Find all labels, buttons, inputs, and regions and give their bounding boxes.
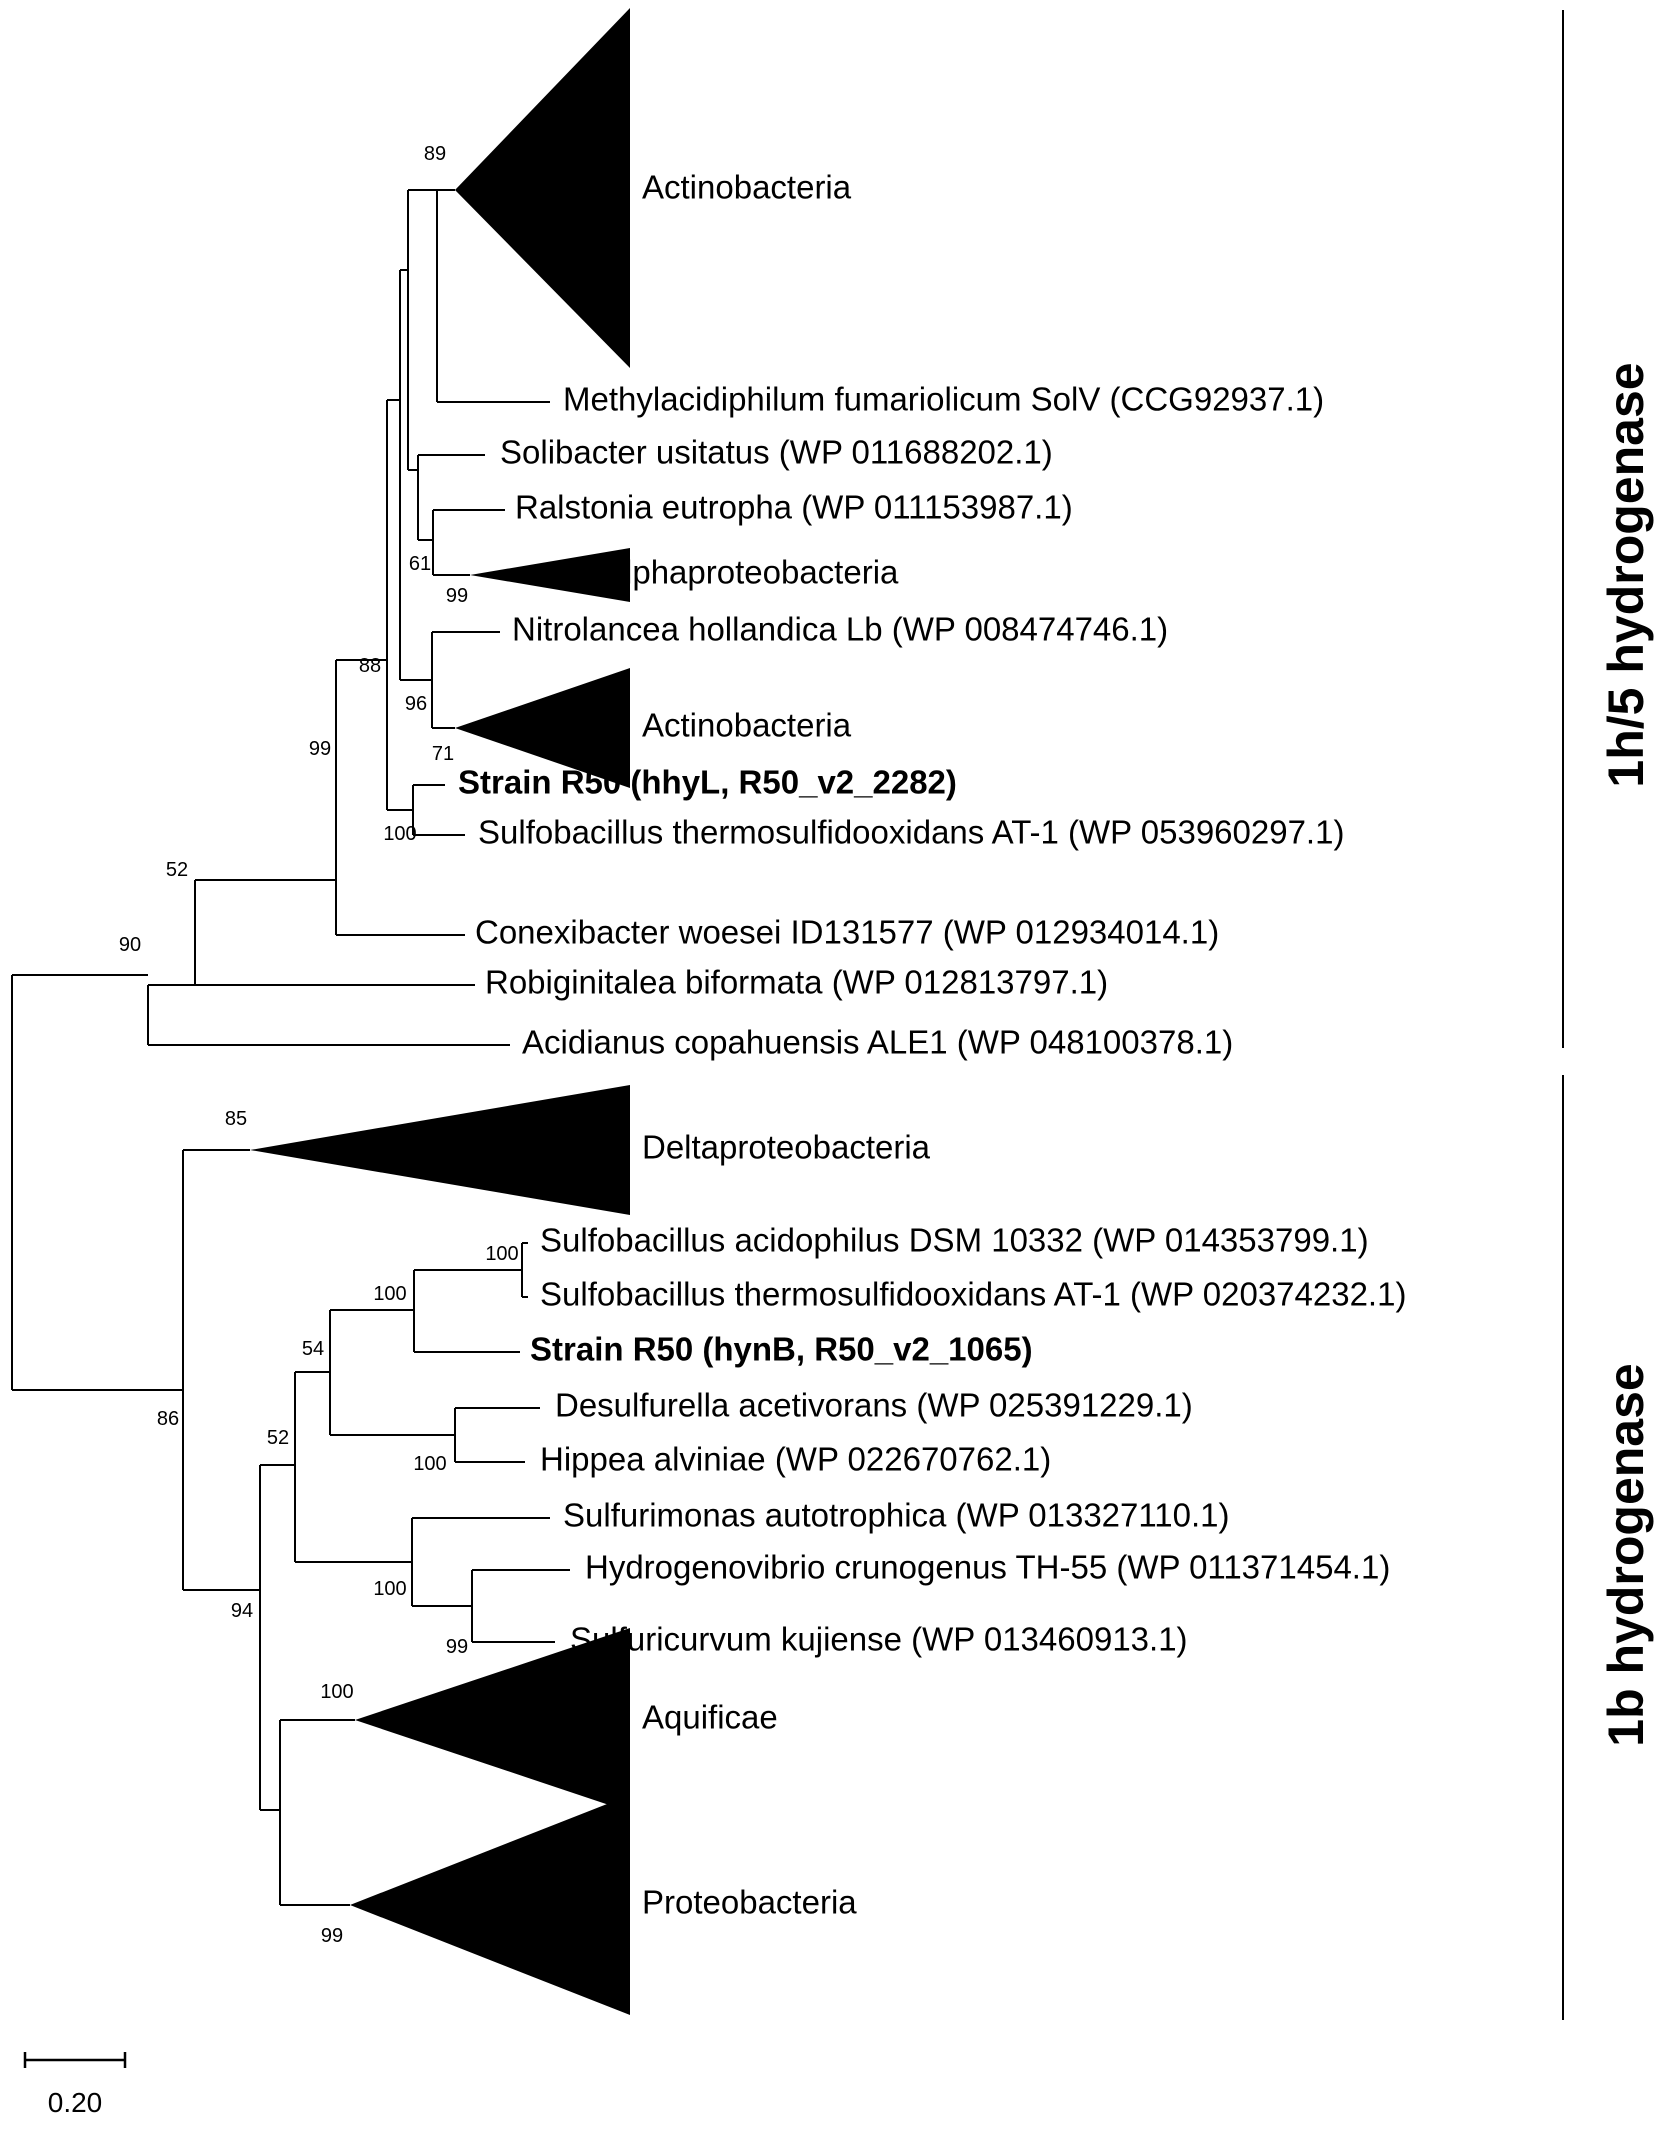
- bootstrap-value: 61: [409, 553, 431, 575]
- branches-lower: [12, 1149, 570, 1906]
- taxon-label: Nitrolancea hollandica Lb (WP 008474746.…: [512, 611, 1168, 648]
- bootstrap-value: 99: [321, 1925, 343, 1947]
- bootstrap-value: 71: [432, 743, 454, 765]
- clade-labels: Actinobacteria Alphaproteobacteria Actin…: [603, 169, 931, 1921]
- taxon-label: Hydrogenovibrio crunogenus TH-55 (WP 011…: [585, 1549, 1390, 1586]
- scale-bar-label: 0.20: [48, 2087, 103, 2118]
- scale-bar-line: [23, 2052, 127, 2068]
- taxon-label-strain-r50-hynb: Strain R50 (hynB, R50_v2_1065): [530, 1331, 1033, 1368]
- clade-triangle-proteobacteria: [350, 1795, 630, 2015]
- bootstrap-value: 86: [157, 1408, 179, 1430]
- bootstrap-value: 100: [485, 1243, 518, 1265]
- clade-triangle-aquificae: [355, 1628, 630, 1812]
- clade-label-aquificae: Aquificae: [642, 1699, 778, 1736]
- taxon-label: Acidianus copahuensis ALE1 (WP 048100378…: [522, 1024, 1233, 1061]
- taxon-label: Hippea alviniae (WP 022670762.1): [540, 1441, 1051, 1478]
- taxon-label: Methylacidiphilum fumariolicum SolV (CCG…: [563, 381, 1324, 418]
- taxon-label: Sulfobacillus thermosulfidooxidans AT-1 …: [540, 1276, 1406, 1313]
- bootstrap-value: 100: [413, 1453, 446, 1475]
- bootstrap-value: 99: [309, 738, 331, 760]
- clade-label-deltaproteobacteria: Deltaproteobacteria: [642, 1129, 931, 1166]
- branches-upper: [11, 189, 550, 1390]
- taxon-label: Sulfobacillus thermosulfidooxidans AT-1 …: [478, 814, 1344, 851]
- bootstrap-value: 85: [225, 1108, 247, 1130]
- bootstrap-value: 100: [373, 1283, 406, 1305]
- taxon-label: Sulfurimonas autotrophica (WP 013327110.…: [563, 1497, 1230, 1534]
- clade-label-actinobacteria-2: Actinobacteria: [642, 707, 852, 744]
- bootstrap-value: 89: [424, 143, 446, 165]
- taxon-labels: Methylacidiphilum fumariolicum SolV (CCG…: [458, 381, 1406, 1658]
- taxon-label: Conexibacter woesei ID131577 (WP 0129340…: [475, 914, 1219, 951]
- group-label-1h5-hydrogenase: 1h/5 hydrogenase: [1598, 362, 1654, 787]
- clade-label-alphaproteobacteria: Alphaproteobacteria: [603, 554, 899, 591]
- bootstrap-value: 99: [446, 1636, 468, 1658]
- taxon-label: Ralstonia eutropha (WP 011153987.1): [515, 489, 1073, 526]
- taxon-label: Sulfobacillus acidophilus DSM 10332 (WP …: [540, 1222, 1369, 1259]
- bootstrap-value: 100: [373, 1578, 406, 1600]
- taxon-label: Robiginitalea biformata (WP 012813797.1): [485, 964, 1108, 1001]
- taxon-label-strain-r50-hhyl: Strain R50 (hhyL, R50_v2_2282): [458, 764, 957, 801]
- bootstrap-value: 94: [231, 1600, 253, 1622]
- clade-label-proteobacteria: Proteobacteria: [642, 1884, 857, 1921]
- taxon-label: Solibacter usitatus (WP 011688202.1): [500, 434, 1053, 471]
- bootstrap-value: 99: [446, 585, 468, 607]
- clade-label-actinobacteria-1: Actinobacteria: [642, 169, 852, 206]
- bootstrap-value: 100: [383, 823, 416, 845]
- clade-triangle-deltaproteobacteria: [250, 1085, 630, 1215]
- collapsed-clades: [250, 8, 630, 2015]
- bootstrap-value: 100: [320, 1681, 353, 1703]
- bootstrap-value: 52: [166, 859, 188, 881]
- bootstrap-value: 88: [359, 655, 381, 677]
- taxon-label: Sulfuricurvum kujiense (WP 013460913.1): [570, 1621, 1188, 1658]
- group-label-1b-hydrogenase: 1b hydrogenase: [1598, 1363, 1654, 1746]
- clade-triangle-actinobacteria-2: [455, 668, 630, 788]
- group-brackets: 1h/5 hydrogenase 1b hydrogenase: [1562, 10, 1654, 2020]
- bootstrap-value: 90: [119, 934, 141, 956]
- clade-triangle-actinobacteria-1: [455, 8, 630, 368]
- scale-bar: 0.20: [23, 2052, 127, 2118]
- bootstrap-values: 89 61 99 96 71 88 100 99 52 90 85 100 10…: [119, 143, 519, 1947]
- bootstrap-value: 96: [405, 693, 427, 715]
- taxon-label: Desulfurella acetivorans (WP 025391229.1…: [555, 1387, 1193, 1424]
- clade-triangle-alphaproteobacteria: [470, 548, 630, 602]
- bootstrap-value: 54: [302, 1338, 324, 1360]
- bootstrap-value: 52: [267, 1427, 289, 1449]
